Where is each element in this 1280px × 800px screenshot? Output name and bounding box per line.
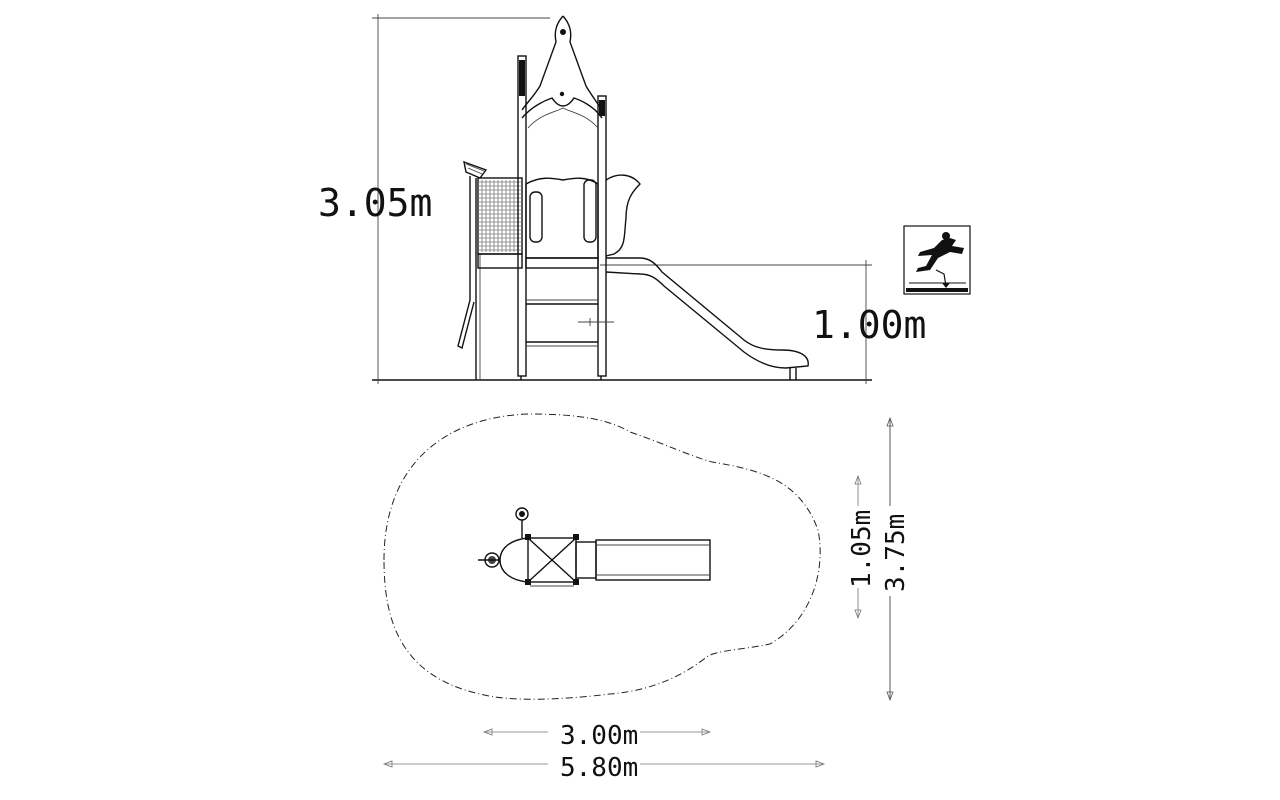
- depth-total-label: 3.75m: [881, 514, 911, 592]
- free-fall-height-icon: [903, 225, 971, 295]
- plan-view: 3.00m 5.80m 1.05m 3.75m: [382, 413, 911, 783]
- depth-inner-dimension: 1.05m: [847, 474, 877, 620]
- elevation-view: 3.05m 1.00m: [318, 14, 971, 384]
- depth-total-dimension: 3.75m: [881, 416, 911, 702]
- tower-walls: [525, 174, 641, 259]
- tower-posts: [517, 55, 607, 380]
- platform-height-label: 1.00m: [812, 303, 926, 347]
- safety-zone-outline: [383, 413, 821, 700]
- width-total-label: 5.80m: [560, 753, 638, 783]
- platform-and-ladder: [525, 257, 614, 347]
- height-dimension: 3.05m: [318, 14, 550, 384]
- climbing-net: [457, 160, 523, 380]
- slide-plan: [575, 539, 711, 581]
- roof-spire: [521, 15, 603, 129]
- width-inner-dimension: 3.00m: [482, 721, 712, 751]
- platform-height-dimension: 1.00m: [600, 260, 926, 384]
- width-total-dimension: 5.80m: [382, 753, 826, 783]
- height-label: 3.05m: [318, 181, 432, 225]
- depth-inner-label: 1.05m: [847, 510, 877, 588]
- slide: [605, 257, 809, 380]
- tower-plan: [478, 507, 579, 587]
- width-inner-label: 3.00m: [560, 721, 638, 751]
